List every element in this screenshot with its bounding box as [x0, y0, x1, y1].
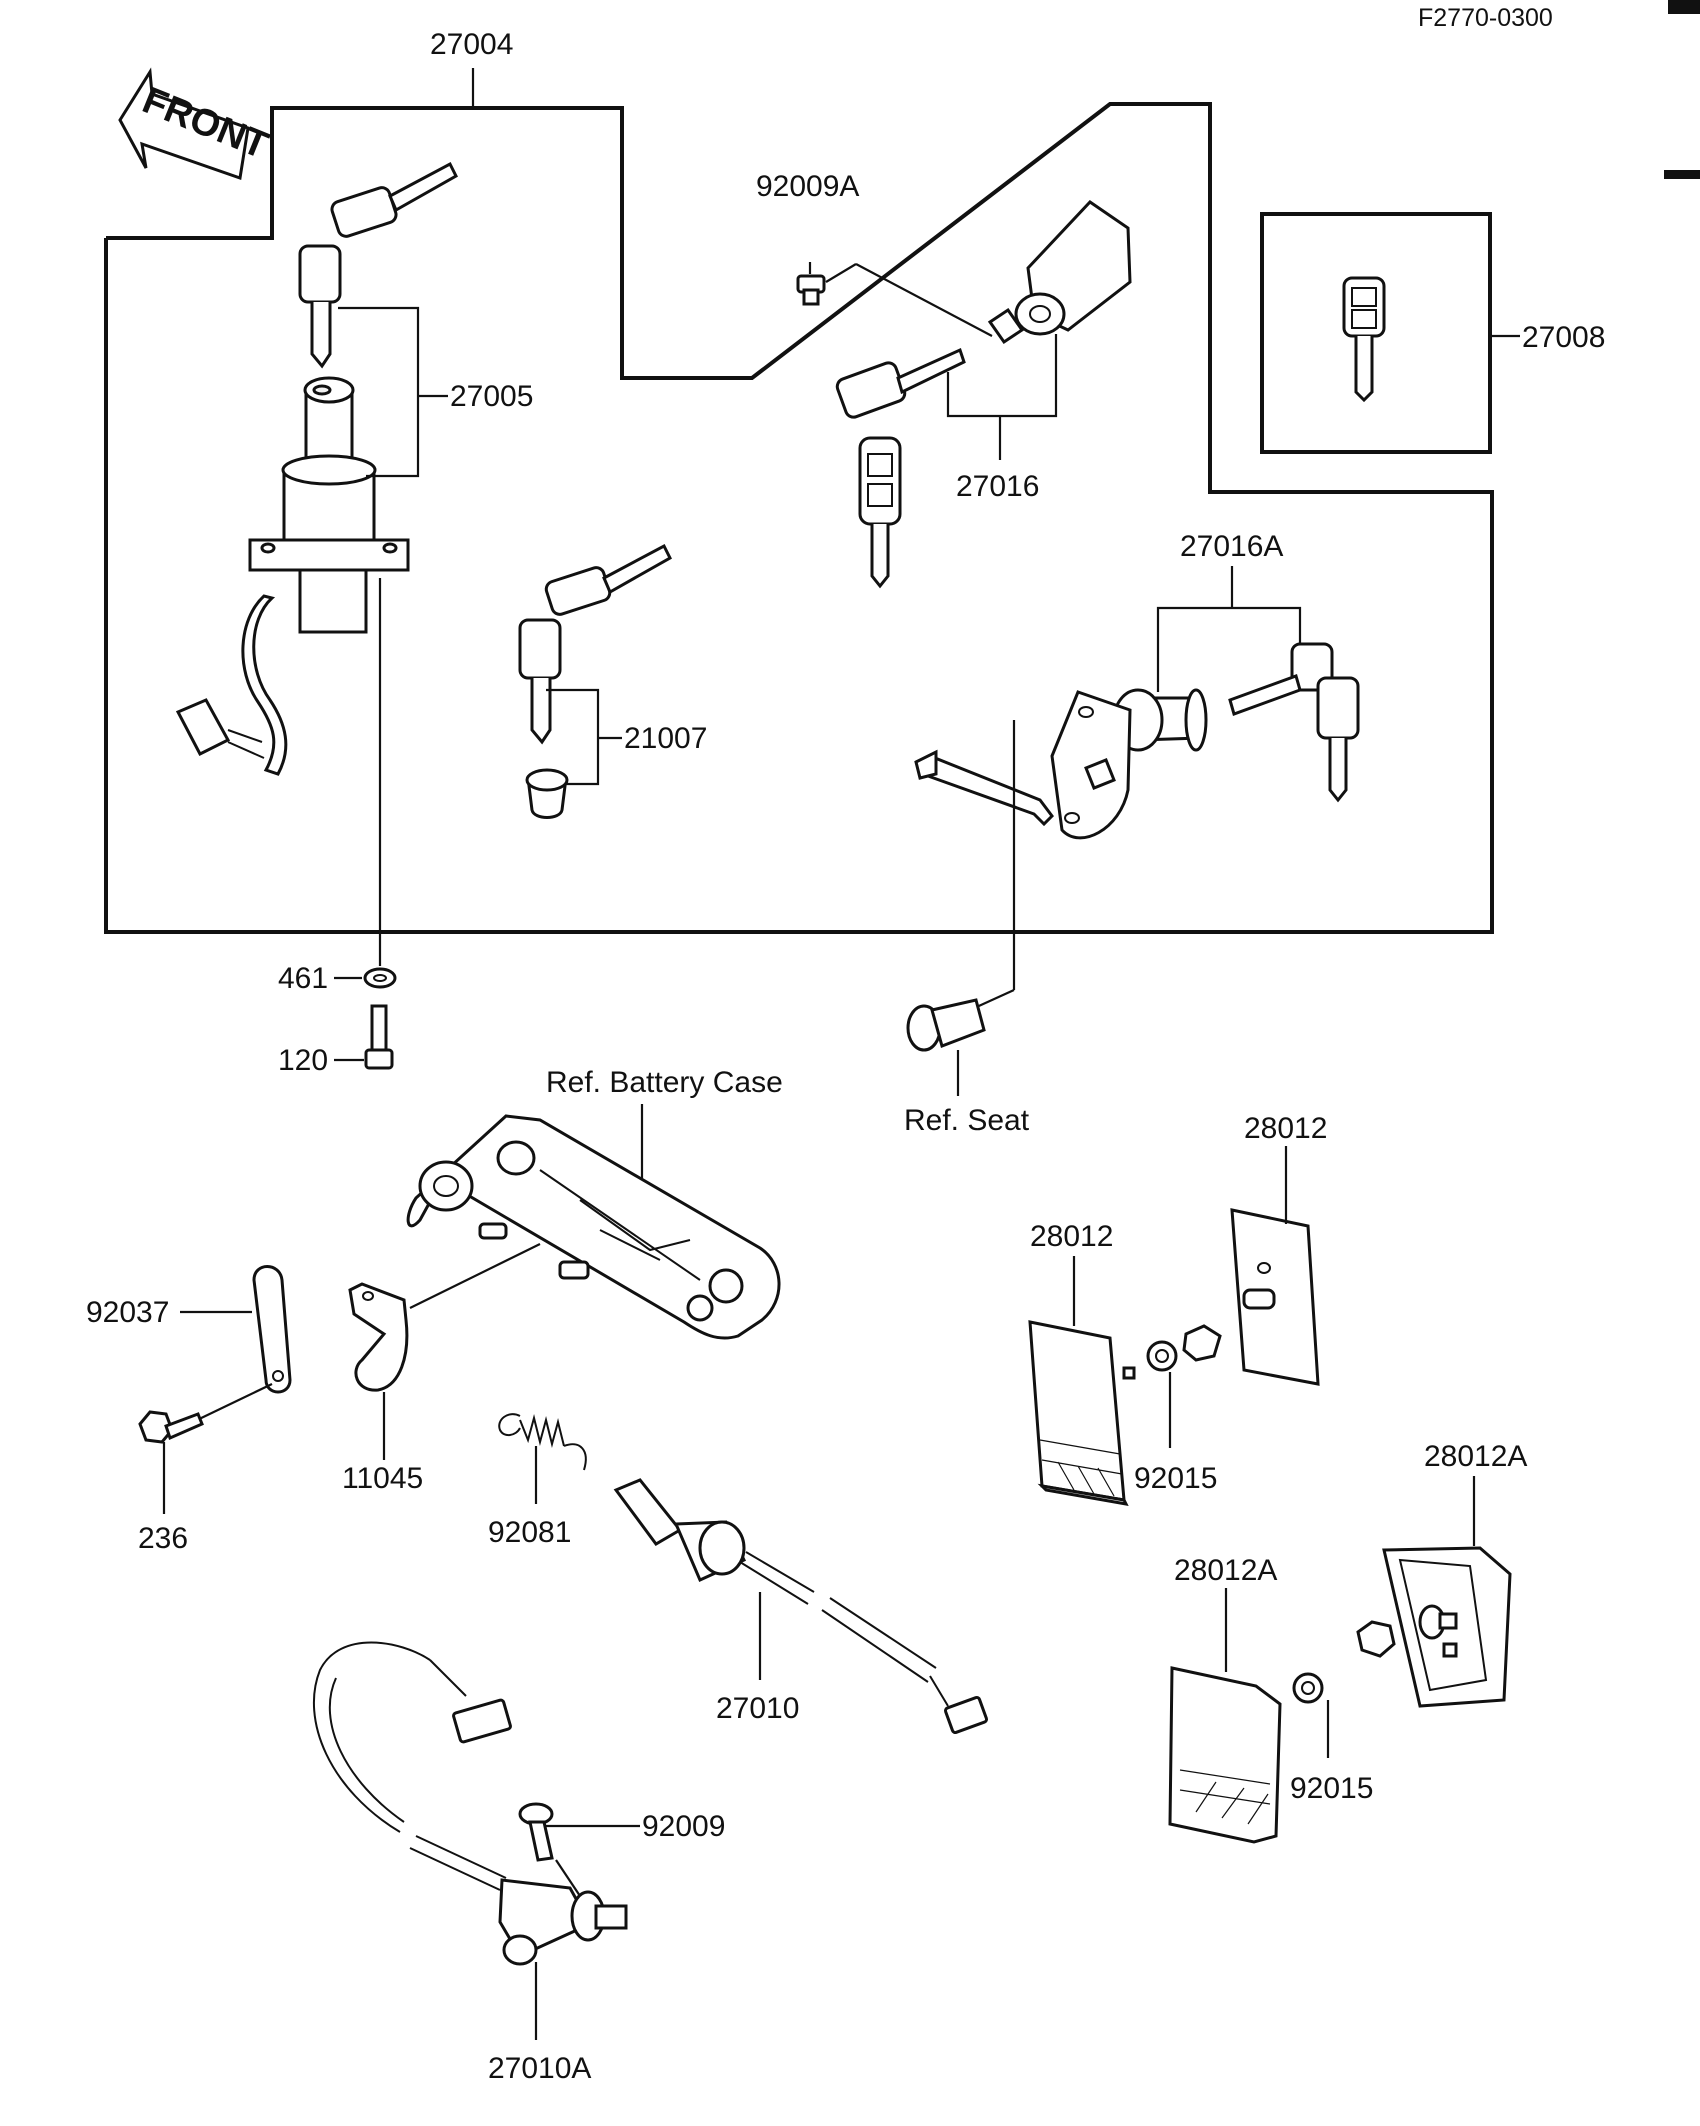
callout-ref-seat: Ref. Seat: [904, 1104, 1030, 1137]
spring-92081: [498, 1413, 587, 1471]
blank-key-frame: [1260, 212, 1492, 454]
callout-11045: 11045: [342, 1462, 423, 1495]
battery-case-bracket: [406, 1114, 781, 1340]
page-edge-mark-top: [1668, 0, 1700, 14]
blank-key-icon: [1342, 276, 1386, 403]
callout-92009a: 92009A: [756, 170, 859, 203]
bracket-11045: [348, 1282, 409, 1392]
rear-brake-switch: [613, 1478, 989, 1735]
seat-bolt: [906, 998, 986, 1052]
clamp-92037: [252, 1265, 292, 1394]
nut-92015-lower: [1292, 1672, 1324, 1704]
washer-461: [363, 967, 397, 989]
reflector-28012a-right: [1382, 1546, 1512, 1708]
nut-92015-upper: [1146, 1324, 1222, 1372]
kit-frame-27004: [104, 102, 1494, 934]
switch-assy-27010a: [312, 1641, 628, 1966]
callout-27016a: 27016A: [1180, 530, 1283, 563]
callout-27008: 27008: [1522, 321, 1605, 354]
seat-lock: [914, 688, 1208, 840]
reflector-28012-lower: [1028, 1320, 1136, 1506]
diagram-code: F2770-0300: [1418, 4, 1553, 32]
callout-ref-battery-case: Ref. Battery Case: [546, 1066, 783, 1099]
callout-92015-upper: 92015: [1134, 1462, 1217, 1495]
callout-28012-lower: 28012: [1030, 1220, 1113, 1253]
screw-92009: [518, 1802, 554, 1862]
callout-27004: 27004: [430, 28, 513, 61]
helmet-lock: [987, 200, 1132, 345]
screw-92009a: [796, 274, 826, 306]
callout-236: 236: [138, 1522, 188, 1555]
page-edge-mark-side: [1664, 170, 1700, 179]
callout-27005: 27005: [450, 380, 533, 413]
callout-28012a-left: 28012A: [1174, 1554, 1277, 1587]
reflector-28012-upper: [1230, 1208, 1320, 1386]
callout-92037: 92037: [86, 1296, 169, 1329]
callout-27010: 27010: [716, 1692, 799, 1725]
reflector-28012a-left: [1168, 1666, 1282, 1844]
callout-28012-upper: 28012: [1244, 1112, 1327, 1145]
ignition-switch: [175, 161, 458, 776]
lock-keys-icon: [835, 347, 966, 589]
bolt-120: [364, 1004, 394, 1070]
callout-92009: 92009: [642, 1810, 725, 1843]
callout-28012a-right: 28012A: [1424, 1440, 1527, 1473]
seat-lock-keys-icon: [1228, 642, 1360, 803]
front-arrow-icon: FRONT: [118, 67, 274, 181]
callout-92015-lower: 92015: [1290, 1772, 1373, 1805]
bolt-236: [138, 1410, 204, 1444]
callout-120: 120: [278, 1044, 328, 1077]
fuel-cap-lock: [518, 543, 672, 819]
callout-27010a: 27010A: [488, 2052, 591, 2085]
callout-92081: 92081: [488, 1516, 571, 1549]
callout-27016: 27016: [956, 470, 1039, 503]
callout-461: 461: [278, 962, 328, 995]
nut-28012a: [1356, 1620, 1396, 1658]
callout-21007: 21007: [624, 722, 707, 755]
ignition-key-icon: [298, 161, 458, 369]
